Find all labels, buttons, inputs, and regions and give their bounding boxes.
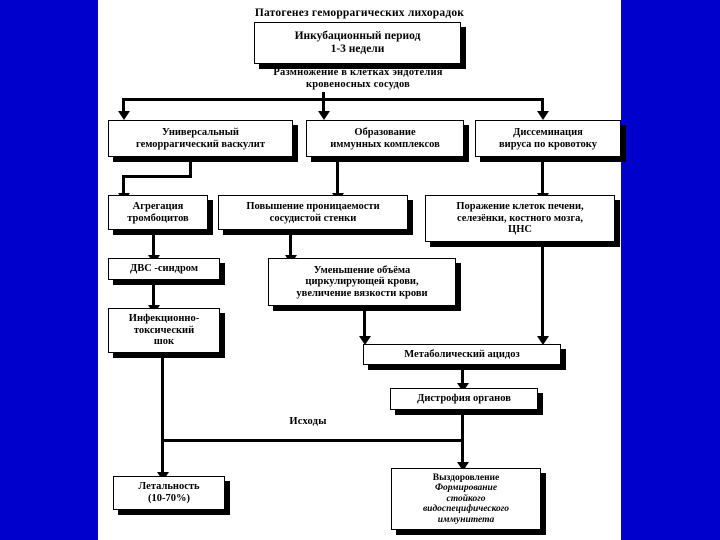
arrow-bloodvol-to-acidosis [358,336,371,345]
box-recovery[interactable]: Выздоровление Формирование стойкого видо… [391,468,541,530]
connector-vasculitis-down [189,159,192,177]
connector-blood-volume-down [363,308,366,342]
arrow-organ-to-acidosis [536,336,549,345]
connector-incubation-down [322,92,325,100]
box-immune-complexes[interactable]: Образование иммунных комплексов [306,120,464,157]
connector-dystrophy-down [461,412,464,442]
box-dic-syndrome[interactable]: ДВС -синдром [108,258,220,280]
label-outcomes: Исходы [289,416,327,427]
connector-dic-down [152,282,155,307]
box-recovery-detail: Формирование стойкого видоспецифического… [422,483,510,525]
arrow-to-vasculitis [117,111,130,120]
arrow-to-dystrophy [456,383,469,392]
connector-top-bus [122,98,544,101]
connector-vasculitis-bus [122,175,192,178]
box-platelet-aggregation[interactable]: Агрегация тромбоцитов [108,195,208,230]
box-toxic-shock[interactable]: Инфекционно- токсический шок [108,308,220,353]
connector-dissemination-down [541,159,544,195]
box-metabolic-acidosis[interactable]: Метаболический ацидоз [363,344,561,365]
connector-bus-to-vasculitis [122,98,125,113]
page-title: Патогенез геморрагических лихорадок [254,7,465,19]
box-organ-cell-damage[interactable]: Поражение клеток печени, селезёнки, кост… [425,195,615,242]
box-vascular-permeability[interactable]: Повышение проницаемости сосудистой стенк… [218,195,408,230]
box-organ-dystrophy[interactable]: Дистрофия органов [390,388,538,410]
box-vasculitis[interactable]: Универсальный геморрагический васкулит [108,120,293,157]
box-dissemination[interactable]: Диссеминация вируса по кровотоку [475,120,621,157]
arrow-to-recovery [456,462,469,471]
connector-immune-down [336,159,339,195]
connector-bus-to-lethality [161,439,164,474]
arrow-to-immune [317,111,330,120]
connector-acidosis-down [461,367,464,387]
box-lethality[interactable]: Летальность (10-70%) [113,476,225,510]
arrow-to-dissemination [536,111,549,120]
box-blood-volume[interactable]: Уменьшение объёма циркулирующей крови, у… [268,258,456,306]
label-endothelium: Размножение в клетках эндотелия кровенос… [273,67,443,90]
box-recovery-heading: Выздоровление [432,472,500,483]
connector-shock-down [161,355,164,440]
connector-bus-to-immune [322,98,325,113]
connector-bus-to-recovery [461,439,464,464]
connector-organ-damage-down [541,244,544,342]
connector-bus-to-aggregation [122,175,125,195]
diagram-canvas: Патогенез геморрагических лихорадок Инку… [98,0,621,540]
connector-permeability-down [289,232,292,257]
connector-outcomes-bus [161,439,464,442]
connector-aggregation-down [152,232,155,257]
box-incubation[interactable]: Инкубационный период 1-3 недели [254,22,461,64]
connector-bus-to-dissemination [541,98,544,113]
